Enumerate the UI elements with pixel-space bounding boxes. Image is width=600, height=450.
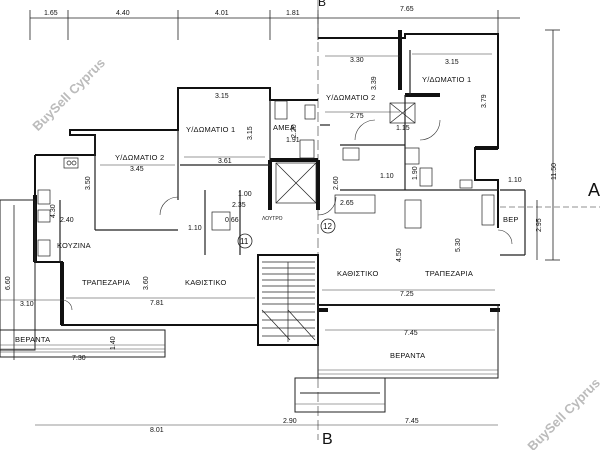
- side-marker-a: A: [588, 180, 600, 200]
- dim-bottom-3: 7.45: [405, 418, 419, 425]
- dim-220: 2.20: [291, 124, 298, 138]
- dim-190: 1.90: [412, 166, 419, 180]
- room-bath-left: ΑΜΕΑ: [273, 123, 295, 132]
- room-bedroom2-left: Υ/ΔΩΜΑΤΙΟ 2: [115, 153, 164, 162]
- dim-339: 3.39: [371, 76, 378, 90]
- dim-265: 2.65: [340, 200, 354, 207]
- section-marker-top: B: [318, 0, 326, 9]
- dim-310: 3.10: [20, 301, 34, 308]
- room-kitchen-left: ΚΟΥΖΙΝΑ: [57, 241, 91, 250]
- unit-number-circle-left: [237, 233, 253, 249]
- top-dimension-line: [29, 10, 520, 40]
- dim-right-total: 11.50: [551, 163, 558, 180]
- dim-315b: 3.15: [215, 93, 229, 100]
- dim-bottom-2: 2.90: [283, 418, 297, 425]
- dim-530: 5.30: [455, 238, 462, 252]
- dim-191: 1.91: [286, 137, 300, 144]
- dim-260: 2.60: [333, 176, 340, 190]
- room-living-left: ΚΑΘΙΣΤΙΚΟ: [185, 278, 226, 287]
- dim-315a: 3.15: [445, 59, 459, 66]
- dim-730: 7.30: [72, 355, 86, 362]
- inner-dimension-lines: [0, 53, 498, 426]
- dim-140: 1.40: [110, 336, 117, 350]
- room-living-right: ΚΑΘΙΣΤΙΚΟ: [337, 269, 378, 278]
- dim-top-5: 7.65: [400, 6, 414, 13]
- unit-number-right: 12: [323, 222, 332, 231]
- dim-275: 2.75: [350, 113, 364, 120]
- room-bedroom1-left: Υ/ΔΩΜΑΤΙΟ 1: [186, 125, 235, 134]
- dim-745: 7.45: [404, 330, 418, 337]
- dim-right-295: 2.95: [536, 218, 543, 232]
- dim-066: 0.66: [225, 217, 239, 224]
- fixtures: [37, 100, 495, 257]
- unit-number-circle-right: [320, 218, 336, 234]
- dim-315c: 3.15: [247, 126, 254, 140]
- right-dimension-line: [536, 29, 560, 261]
- unit-number-left: 11: [240, 237, 249, 246]
- verandas: [0, 199, 499, 413]
- dim-top-4: 1.81: [286, 10, 300, 17]
- dim-450: 4.50: [396, 248, 403, 262]
- room-veranda-small: ΒΕΡ: [503, 215, 519, 224]
- dim-330: 3.30: [350, 57, 364, 64]
- stairs: [261, 261, 316, 342]
- watermark-top-left: BuySell Cyprus: [29, 55, 108, 134]
- room-veranda-right: ΒΕΡΑΝΤΑ: [390, 351, 425, 360]
- room-bedroom1-right: Υ/ΔΩΜΑΤΙΟ 1: [422, 75, 471, 84]
- door-swings: [61, 119, 513, 311]
- room-dining-left: ΤΡΑΠΕΖΑΡΙΑ: [82, 278, 130, 287]
- dim-240: 2.40: [60, 217, 74, 224]
- section-marker-bottom: B: [322, 431, 333, 448]
- dim-top-2: 4.40: [116, 10, 130, 17]
- dim-350: 3.50: [85, 176, 92, 190]
- dim-360: 3.60: [143, 276, 150, 290]
- dim-110b: 1.10: [380, 173, 394, 180]
- watermark-bottom-right: BuySell Cyprus: [524, 375, 600, 450]
- dim-115: 1.15: [396, 125, 410, 132]
- shaft: [275, 102, 416, 204]
- dim-100: 1.00: [238, 191, 252, 198]
- room-bath-small: ΛΟΥΤΡΟ: [262, 216, 283, 222]
- veranda-hatch: [0, 344, 498, 405]
- dim-110a: 1.10: [188, 225, 202, 232]
- dim-379: 3.79: [481, 94, 488, 108]
- dim-top-3: 4.01: [215, 10, 229, 17]
- dim-781: 7.81: [150, 300, 164, 307]
- dim-bottom-1: 8.01: [150, 427, 164, 434]
- dim-725: 7.25: [400, 291, 414, 298]
- dim-top-1: 1.65: [44, 10, 58, 17]
- dim-430: 4.30: [50, 204, 57, 218]
- dim-345: 3.45: [130, 166, 144, 173]
- room-bedroom2-right: Υ/ΔΩΜΑΤΙΟ 2: [326, 93, 375, 102]
- room-veranda-left: ΒΕΡΑΝΤΑ: [15, 335, 50, 344]
- dim-left-660: 6.60: [5, 276, 12, 290]
- dim-361: 3.61: [218, 158, 232, 165]
- room-dining-right: ΤΡΑΠΕΖΑΡΙΑ: [425, 269, 473, 278]
- dim-235: 2.35: [232, 202, 246, 209]
- dim-110c: 1.10: [508, 177, 522, 184]
